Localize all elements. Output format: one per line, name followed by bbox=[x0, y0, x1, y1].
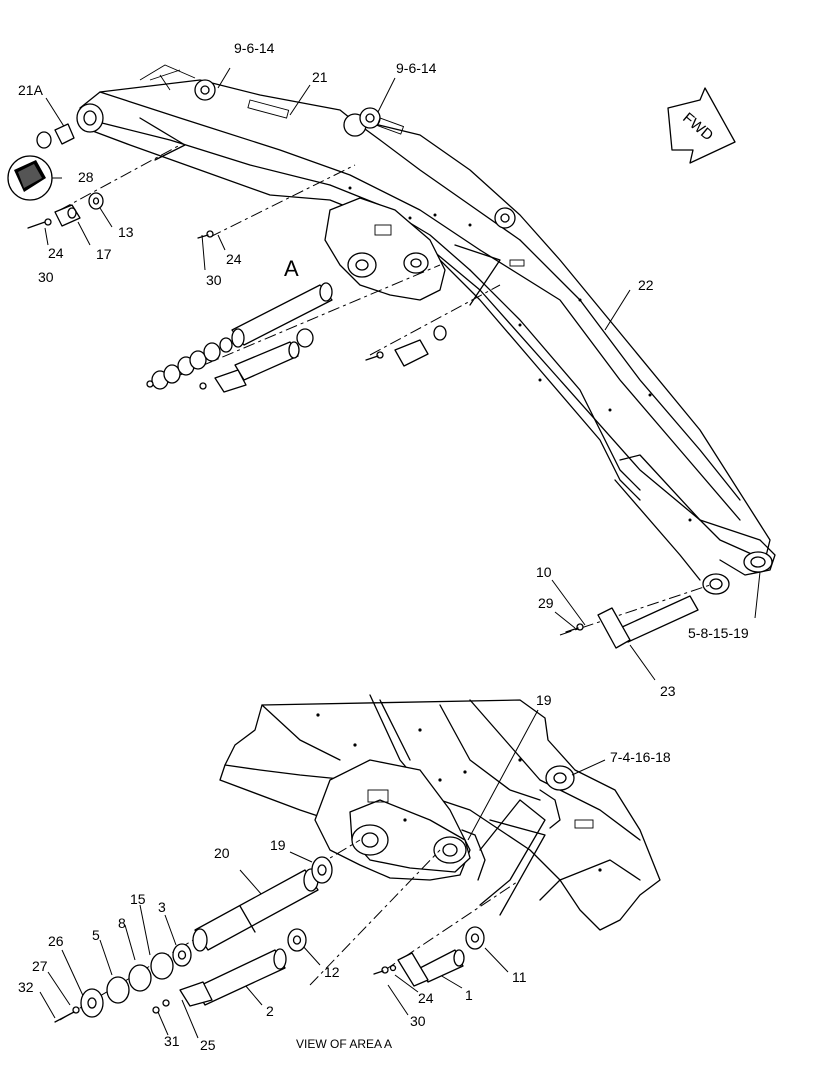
callout-13: 13 bbox=[118, 224, 134, 240]
callout-10: 10 bbox=[536, 564, 552, 580]
area-a-marker: A bbox=[284, 256, 299, 281]
callout-21A: 21A bbox=[18, 82, 44, 98]
callout-29: 29 bbox=[538, 595, 554, 611]
callout-5: 5 bbox=[92, 927, 100, 943]
callout-24-lower: 24 bbox=[418, 990, 434, 1006]
callout-30-lower: 30 bbox=[410, 1013, 426, 1029]
callout-19-lower: 19 bbox=[270, 837, 286, 853]
callout-30-left: 30 bbox=[38, 269, 54, 285]
area-a-pins bbox=[54, 856, 485, 1023]
callout-15: 15 bbox=[130, 891, 146, 907]
fwd-direction-arrow-icon: FWD bbox=[667, 87, 736, 164]
callout-32: 32 bbox=[18, 979, 34, 995]
callout-12: 12 bbox=[324, 964, 340, 980]
callout-26: 26 bbox=[48, 933, 64, 949]
callout-17: 17 bbox=[96, 246, 112, 262]
callout-25: 25 bbox=[200, 1037, 216, 1053]
area-a-detail bbox=[219, 694, 661, 931]
callout-1: 1 bbox=[465, 987, 473, 1003]
callout-3: 3 bbox=[158, 899, 166, 915]
callout-22: 22 bbox=[638, 277, 654, 293]
boom-body bbox=[76, 64, 776, 595]
callout-28: 28 bbox=[78, 169, 94, 185]
callout-19-upper: 19 bbox=[536, 692, 552, 708]
callout-27: 27 bbox=[32, 958, 48, 974]
callout-2: 2 bbox=[266, 1003, 274, 1019]
callout-24-left: 24 bbox=[48, 245, 64, 261]
callout-9-6-14-left: 9-6-14 bbox=[234, 40, 275, 56]
area-a-labels: 19 7-4-16-18 20 19 15 8 3 26 5 27 32 12 … bbox=[18, 692, 671, 1053]
callout-20: 20 bbox=[214, 845, 230, 861]
upper-leaders bbox=[44, 67, 761, 681]
callout-23: 23 bbox=[660, 683, 676, 699]
callout-7-4-16-18: 7-4-16-18 bbox=[610, 749, 671, 765]
callout-11: 11 bbox=[512, 969, 527, 985]
callout-5-8-15-19: 5-8-15-19 bbox=[688, 625, 749, 641]
view-caption: VIEW OF AREA A bbox=[296, 1037, 392, 1051]
callout-30-mid: 30 bbox=[206, 272, 222, 288]
callout-8: 8 bbox=[118, 915, 126, 931]
callout-24-mid: 24 bbox=[226, 251, 242, 267]
callout-31: 31 bbox=[164, 1033, 180, 1049]
upper-pins bbox=[7, 123, 699, 649]
callout-9-6-14-right: 9-6-14 bbox=[396, 60, 437, 76]
callout-21: 21 bbox=[312, 69, 328, 85]
upper-labels: 9-6-14 21 9-6-14 21A 28 13 24 17 30 24 3… bbox=[18, 40, 749, 699]
